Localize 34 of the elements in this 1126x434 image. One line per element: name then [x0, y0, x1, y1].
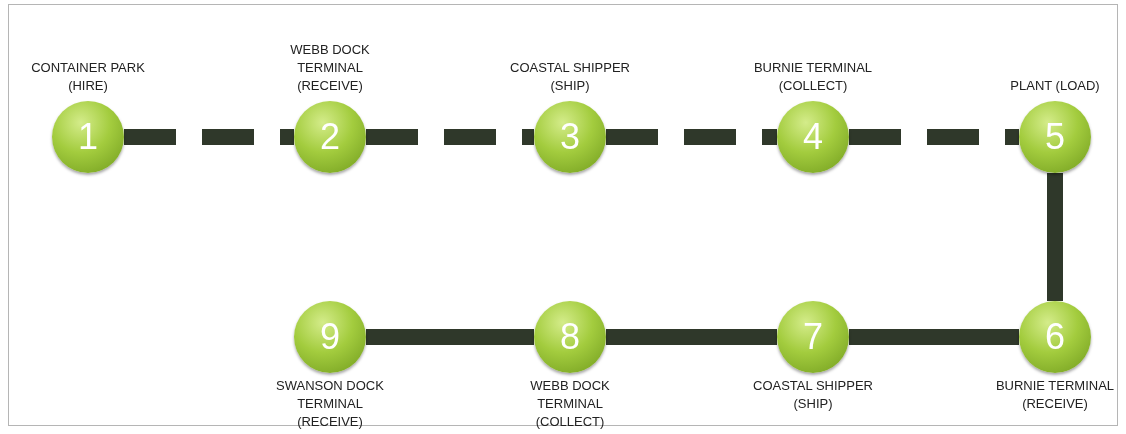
step-circle	[294, 301, 366, 373]
connector-line	[124, 129, 294, 145]
step-number: 7	[803, 319, 823, 355]
step-number: 5	[1045, 119, 1065, 155]
step-number: 9	[320, 319, 340, 355]
step-caption: SWANSON DOCK TERMINAL (RECEIVE)	[275, 377, 385, 431]
step-number: 4	[803, 119, 823, 155]
step-number: 2	[320, 119, 340, 155]
step-circle	[534, 101, 606, 173]
step-circle	[777, 301, 849, 373]
step-caption: CONTAINER PARK (HIRE)	[30, 59, 146, 95]
step-circle	[777, 101, 849, 173]
step-circle	[1019, 101, 1091, 173]
step-caption: BURNIE TERMINAL (RECEIVE)	[994, 377, 1116, 413]
step-circle	[534, 301, 606, 373]
step-circle	[294, 101, 366, 173]
step-caption: COASTAL SHIPPER (SHIP)	[752, 377, 874, 413]
step-circle	[52, 101, 124, 173]
connector-line	[606, 129, 777, 145]
step-caption: PLANT (LOAD)	[1009, 77, 1101, 95]
connector-line	[849, 129, 1019, 145]
step-number: 6	[1045, 319, 1065, 355]
connector-line	[366, 329, 534, 345]
step-circle	[1019, 301, 1091, 373]
step-caption: COASTAL SHIPPER (SHIP)	[509, 59, 631, 95]
step-caption: BURNIE TERMINAL (COLLECT)	[752, 59, 874, 95]
step-number: 1	[78, 119, 98, 155]
step-number: 8	[560, 319, 580, 355]
connector-line	[1047, 173, 1063, 301]
step-caption: WEBB DOCK TERMINAL (COLLECT)	[529, 377, 611, 431]
step-caption: WEBB DOCK TERMINAL (RECEIVE)	[289, 41, 371, 95]
connector-line	[849, 329, 1019, 345]
connector-line	[366, 129, 534, 145]
step-number: 3	[560, 119, 580, 155]
